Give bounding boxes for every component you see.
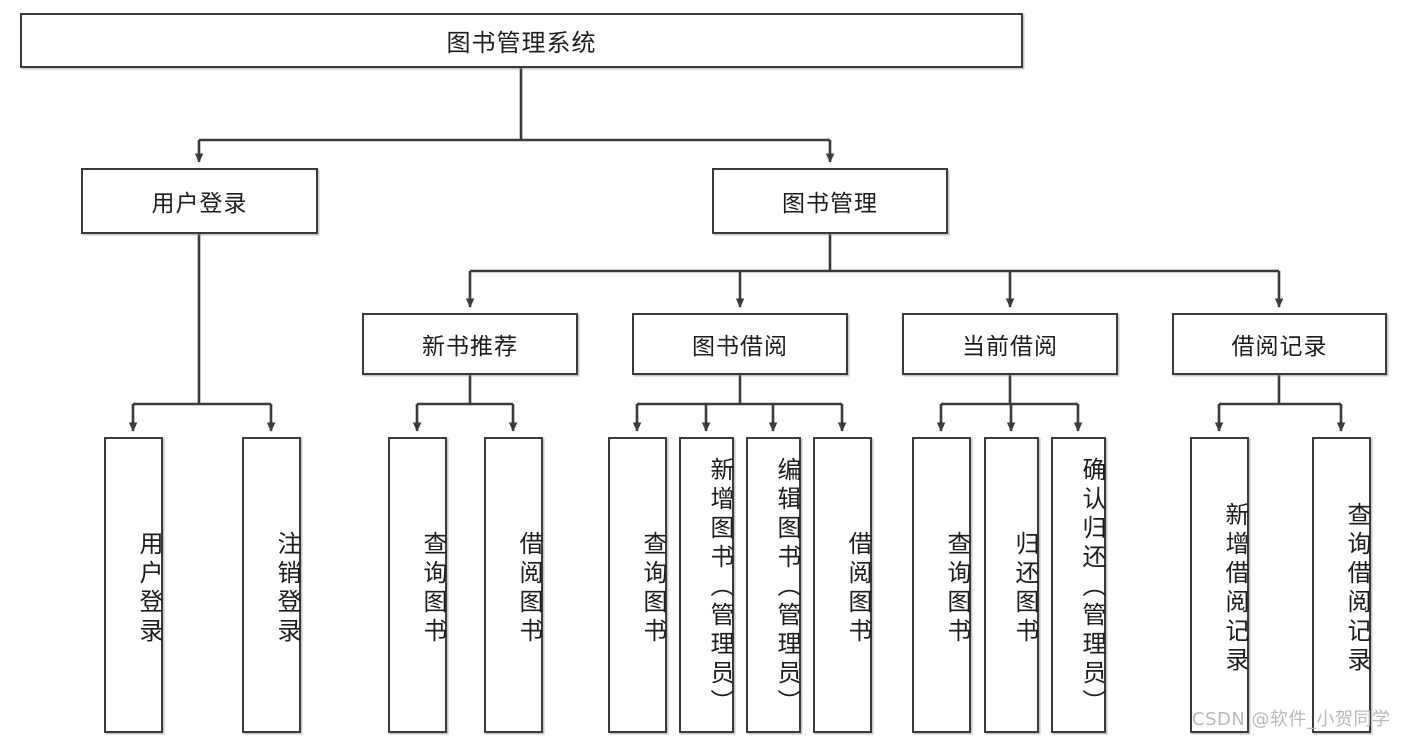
node-new-book-recommend-label: 新书推荐 — [422, 334, 518, 360]
csdn-watermark: CSDN @软件_小贺同学 — [1192, 709, 1391, 730]
node-book-management-label: 图书管理 — [782, 191, 878, 217]
node-borrow-record[interactable]: 借阅记录 — [1172, 313, 1387, 375]
node-current-borrow[interactable]: 当前借阅 — [902, 313, 1118, 375]
leaf-user-login-label: 用户登录 — [135, 531, 163, 647]
node-book-management[interactable]: 图书管理 — [712, 168, 948, 234]
leaf-logout-label: 注销登录 — [273, 531, 301, 647]
leaf-add-book-admin-label: 新增图书（管理员） — [706, 456, 734, 718]
leaf-query-book-recommend[interactable]: 查询图书 — [388, 437, 447, 733]
leaf-add-book-admin[interactable]: 新增图书（管理员） — [679, 437, 734, 733]
node-current-borrow-label: 当前借阅 — [962, 334, 1058, 360]
leaf-query-borrow-record[interactable]: 查询借阅记录 — [1312, 437, 1371, 733]
node-user-login[interactable]: 用户登录 — [81, 168, 318, 234]
node-new-book-recommend[interactable]: 新书推荐 — [362, 313, 578, 375]
node-borrow-record-label: 借阅记录 — [1231, 334, 1328, 360]
node-book-borrow[interactable]: 图书借阅 — [632, 313, 848, 375]
leaf-query-book-recommend-label: 查询图书 — [419, 531, 447, 647]
leaf-confirm-return-admin-label: 确认归还（管理员） — [1078, 456, 1106, 718]
leaf-borrow-book[interactable]: 借阅图书 — [813, 437, 872, 733]
node-root-label: 图书管理系统 — [446, 29, 597, 57]
leaf-user-login[interactable]: 用户登录 — [104, 437, 163, 733]
leaf-edit-book-admin[interactable]: 编辑图书（管理员） — [746, 437, 801, 733]
leaf-edit-book-admin-label: 编辑图书（管理员） — [773, 456, 801, 718]
node-user-login-label: 用户登录 — [151, 191, 248, 217]
node-root[interactable]: 图书管理系统 — [20, 13, 1023, 68]
leaf-query-book-borrow[interactable]: 查询图书 — [608, 437, 667, 733]
leaf-query-book-current[interactable]: 查询图书 — [912, 437, 971, 733]
node-book-borrow-label: 图书借阅 — [692, 334, 788, 360]
leaf-return-book[interactable]: 归还图书 — [984, 437, 1039, 733]
leaf-query-book-current-label: 查询图书 — [943, 531, 971, 647]
leaf-add-borrow-record-label: 新增借阅记录 — [1221, 502, 1249, 676]
leaf-add-borrow-record[interactable]: 新增借阅记录 — [1190, 437, 1249, 733]
leaf-borrow-book-recommend-label: 借阅图书 — [515, 531, 543, 647]
leaf-confirm-return-admin[interactable]: 确认归还（管理员） — [1051, 437, 1106, 733]
leaf-return-book-label: 归还图书 — [1011, 531, 1039, 647]
leaf-query-borrow-record-label: 查询借阅记录 — [1343, 502, 1371, 676]
leaf-query-book-borrow-label: 查询图书 — [639, 531, 667, 647]
leaf-logout[interactable]: 注销登录 — [242, 437, 301, 733]
leaf-borrow-book-label: 借阅图书 — [844, 531, 872, 647]
leaf-borrow-book-recommend[interactable]: 借阅图书 — [484, 437, 543, 733]
